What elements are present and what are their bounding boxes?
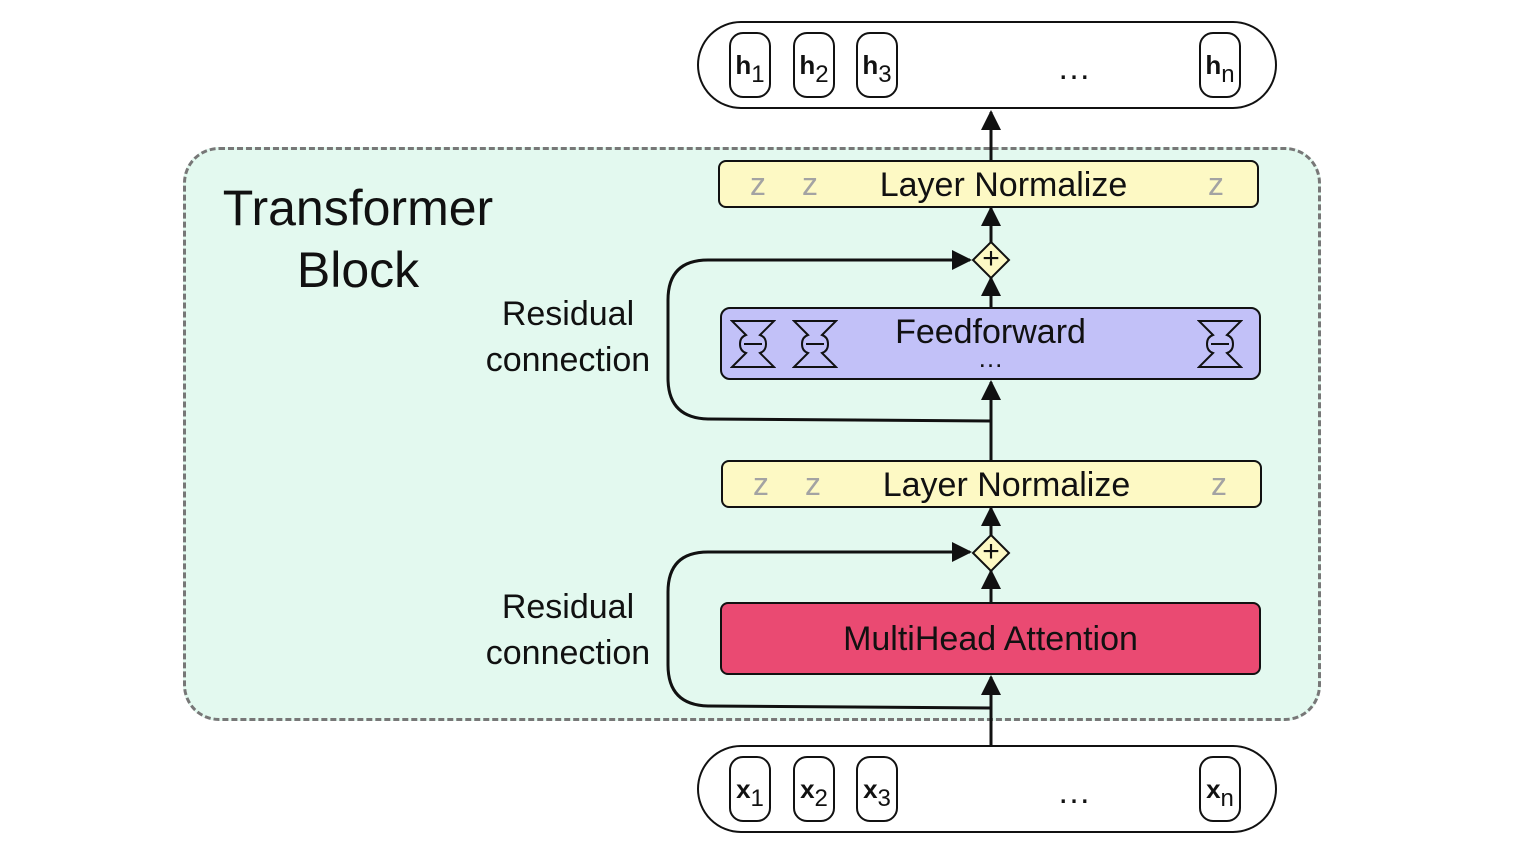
feedforward-dots: … [977, 343, 1004, 373]
block-title: Transformer Block [218, 177, 498, 301]
add-symbol-bottom: + [982, 535, 1000, 568]
block-title-line1: Transformer [222, 180, 494, 236]
z-mark: z [802, 166, 818, 202]
input-ellipsis: … [1057, 773, 1091, 811]
layer-normalize-label: Layer Normalize [879, 166, 1128, 204]
hourglass-icon [730, 320, 776, 368]
layer-normalize-top: z z Layer Normalize z [718, 160, 1259, 208]
block-title-line2: Block [296, 242, 420, 298]
hourglass-icon [792, 320, 838, 368]
feedforward-label: Feedforward [895, 313, 1086, 351]
hourglass-icon [1197, 320, 1243, 368]
residual-wire-top [666, 250, 992, 423]
add-node-bottom [971, 533, 1011, 573]
layer-normalize-label: Layer Normalize [882, 466, 1131, 504]
add-node-top [971, 240, 1011, 280]
add-symbol-top: + [982, 242, 1000, 275]
residual-label-bottom: Residual connection [485, 588, 651, 672]
z-mark: z [750, 166, 766, 202]
feedforward-layer: Feedforward … [720, 307, 1261, 380]
residual-wire-bottom [666, 542, 992, 710]
output-ellipsis: … [1057, 49, 1091, 87]
z-mark: z [753, 466, 769, 502]
attention-label: MultiHead Attention [843, 620, 1138, 658]
z-mark: z [1211, 466, 1227, 502]
z-mark: z [1208, 166, 1224, 202]
multihead-attention-layer: MultiHead Attention [720, 602, 1261, 675]
z-mark: z [805, 466, 821, 502]
residual-label-top: Residual connection [485, 295, 651, 379]
layer-normalize-bottom: z z Layer Normalize z [721, 460, 1262, 508]
